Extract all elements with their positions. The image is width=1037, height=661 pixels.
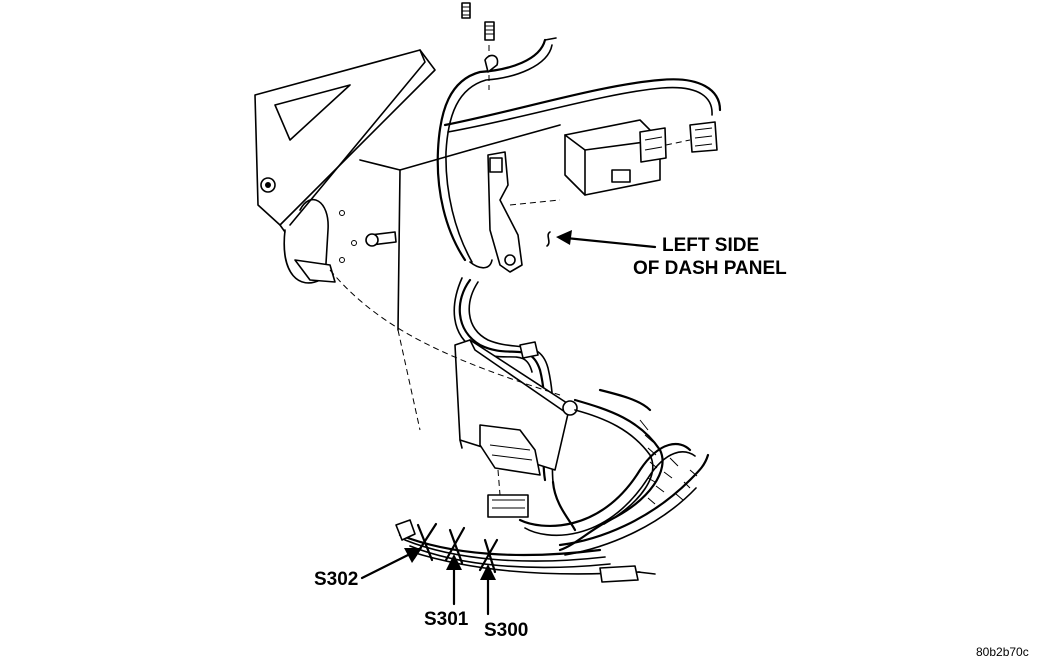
dash-panel-callout: LEFT SIDE OF DASH PANEL [546,230,787,279]
splice-callouts: S302 S301 S300 [314,548,528,641]
harness-bracket [487,151,561,273]
splice-label-s300: S300 [484,620,528,641]
figure-code: 80b2b70c [976,645,1029,659]
electronic-module [564,119,691,196]
upper-harness [436,37,722,269]
dash-panel-label-line2: OF DASH PANEL [633,258,787,279]
splice-label-s301: S301 [424,609,469,630]
mounting-bracket [254,49,436,284]
splice-cut-marks [412,522,499,574]
dash-panel-label-line1: LEFT SIDE [662,235,759,256]
wire-bundles [395,388,710,583]
splice-label-s302: S302 [314,569,358,590]
controller-module [329,269,578,518]
